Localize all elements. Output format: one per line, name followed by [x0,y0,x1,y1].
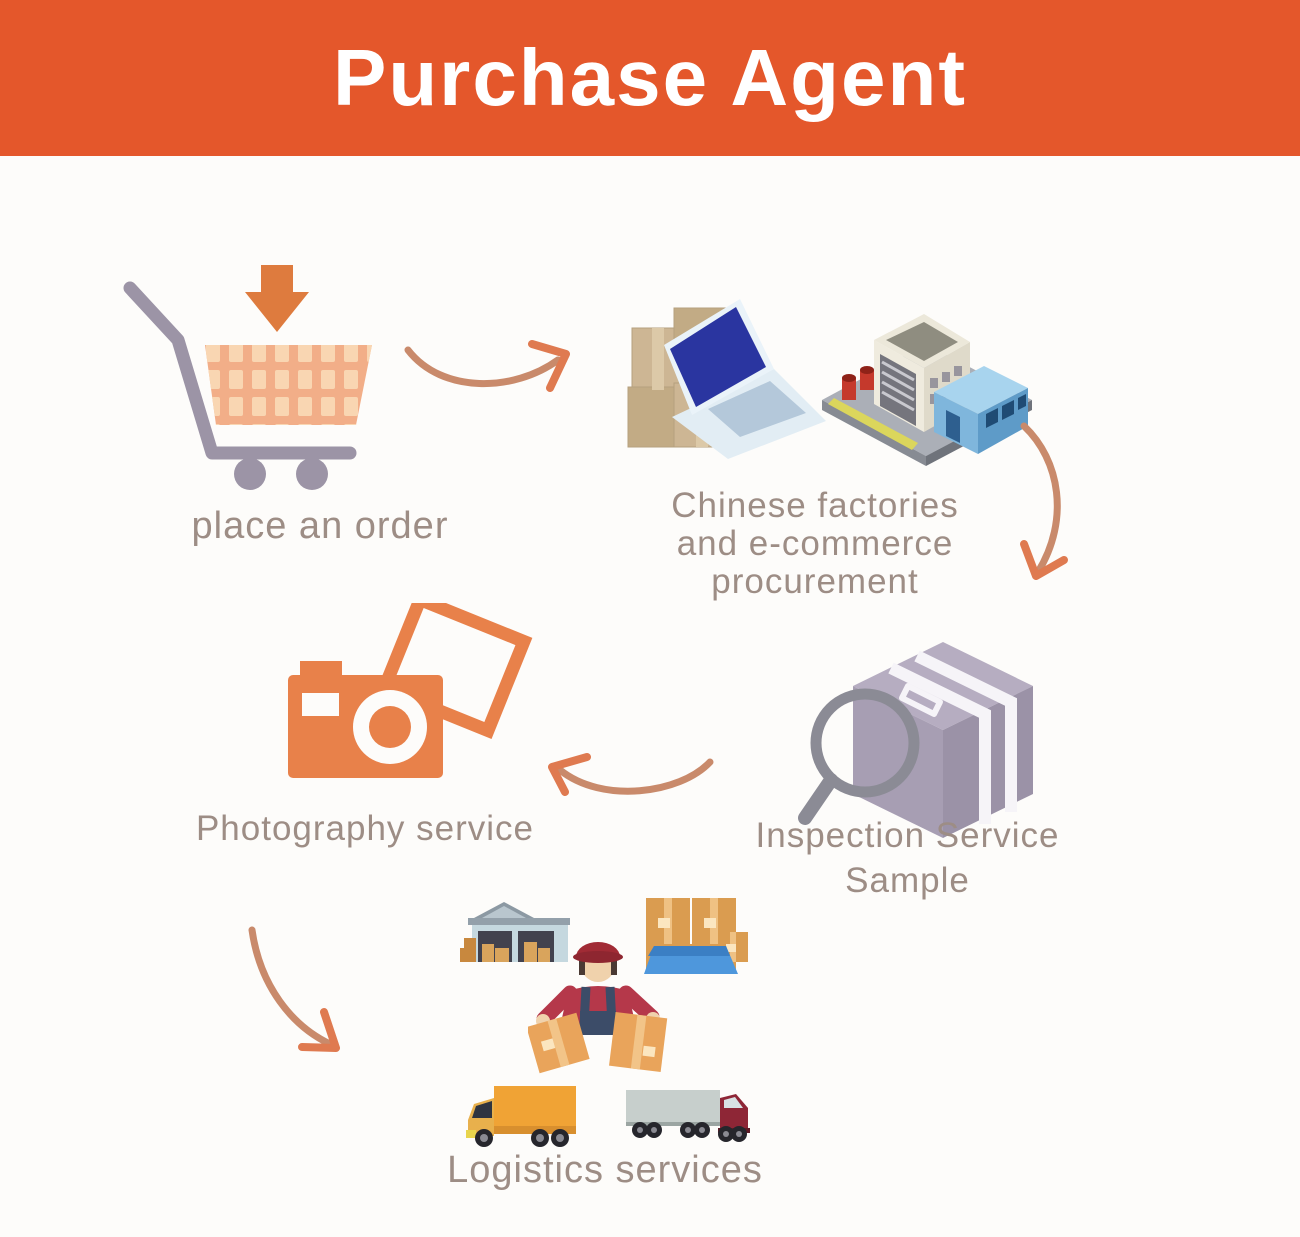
cargo-boxes-icon [644,898,748,974]
header-banner: Purchase Agent [0,0,1300,156]
delivery-worker-icon [528,942,668,1074]
box-truck-icon [466,1086,576,1147]
step-label-logistics: Logistics services [447,1149,763,1191]
step-label-inspection: Inspection Service Sample [755,816,1060,900]
step-label-photography: Photography service [195,809,535,848]
step-label-factories: Chinese factories and e-commerce procure… [671,486,959,601]
arrow-down-icon [1020,422,1068,580]
laptop-boxes-icon [627,299,826,459]
factory-icon [822,314,1032,466]
camera-icon [288,603,533,778]
magnifier-box-icon [798,642,1033,838]
warehouse-icon [460,902,570,962]
arrow-down-right-icon [248,926,340,1052]
arrow-left-icon [548,753,714,796]
step-label-place-order: place an order [191,505,449,547]
arrow-right-icon [404,340,570,392]
shopping-cart-icon [123,265,372,490]
semi-truck-icon [626,1090,750,1142]
page-title: Purchase Agent [332,33,968,122]
